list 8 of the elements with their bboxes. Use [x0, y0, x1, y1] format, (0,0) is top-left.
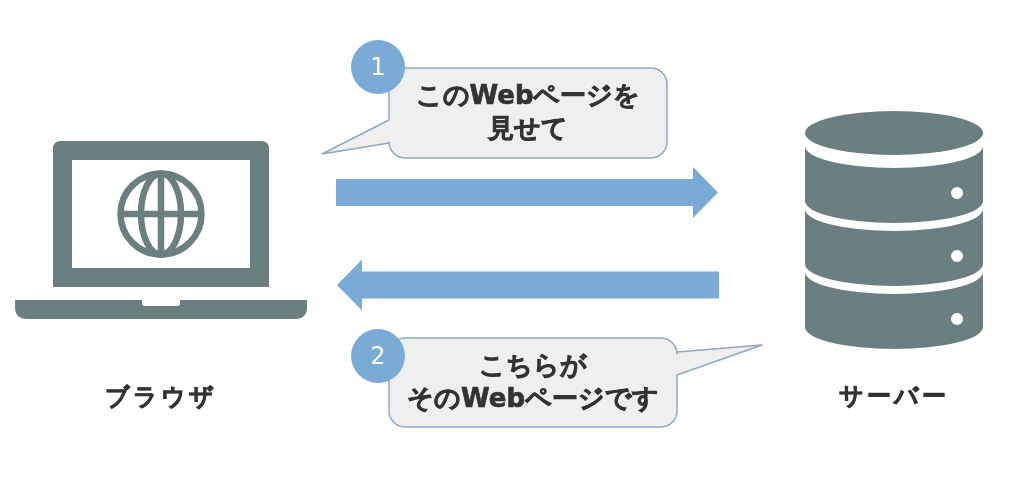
arrow [337, 259, 719, 311]
bubble-text: こちらがそのWebページです [407, 348, 659, 415]
step-number: 2 [351, 329, 405, 383]
device-label: ブラウザ [105, 383, 217, 411]
bubble-text: このWebページを見せて [415, 78, 641, 145]
device-label: サーバー [839, 382, 949, 410]
step-number: 1 [351, 40, 405, 94]
arrow [336, 167, 718, 218]
